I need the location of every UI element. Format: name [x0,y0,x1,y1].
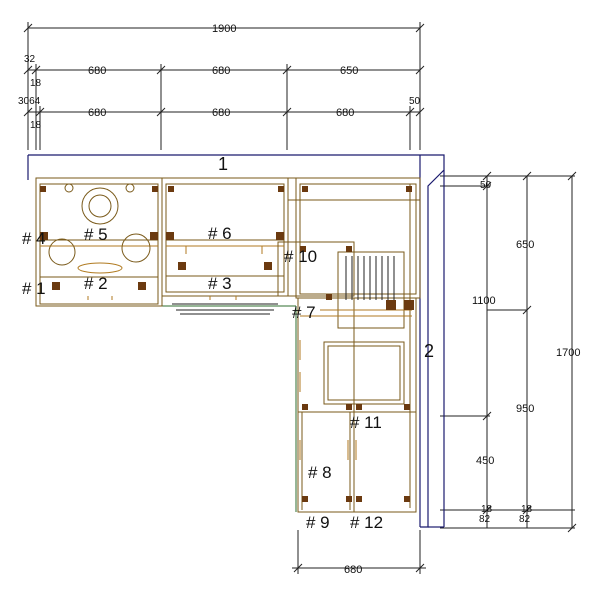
dim-right-650: 650 [516,239,534,251]
dim-row2-18: 18 [30,120,42,131]
label-cabinet-10: # 10 [284,247,317,266]
dim-right-450: 450 [476,455,494,467]
dim-row2-680c: 680 [336,107,354,119]
dim-row2-3064: 3064 [18,96,41,107]
label-cabinet-8: # 8 [308,463,332,482]
dim-total-width: 1900 [212,23,236,35]
label-panel-2: 2 [424,341,434,361]
dim-row1-680a: 680 [88,65,106,77]
label-cabinet-11: # 11 [350,413,382,432]
dim-row2-680a: 680 [88,107,106,119]
dim-row1-650: 650 [340,65,358,77]
label-cabinet-12: # 12 [350,513,383,532]
dim-bottom-82b: 82 [519,514,531,525]
label-panel-1: 1 [218,154,228,174]
top-dimension-lines [23,22,425,150]
dim-bottom-18b: 18 [521,504,533,515]
dim-bottom-680: 680 [344,564,362,576]
bottom-dimension-lines [292,530,426,574]
label-cabinet-3: # 3 [208,274,232,293]
right-dimension-lines [440,171,577,533]
label-cabinet-6: # 6 [208,224,232,243]
dim-bottom-18a: 18 [481,504,493,515]
dim-row1-680b: 680 [212,65,230,77]
dim-row2-50: 50 [409,96,421,107]
dim-right-950: 950 [516,403,534,415]
label-cabinet-4: # 4 [22,229,46,248]
label-cabinet-2: # 2 [84,274,108,293]
label-cabinet-5: # 5 [84,225,108,244]
dim-bottom-82a: 82 [479,514,491,525]
dim-right-1700: 1700 [556,347,580,359]
label-cabinet-9: # 9 [306,513,330,532]
dim-row1-18: 18 [30,78,42,89]
dim-right-1100: 1100 [472,295,496,307]
sink-ribs [345,256,395,300]
label-cabinet-7: # 7 [292,303,316,322]
dim-row2-680b: 680 [212,107,230,119]
dim-right-50: 50 [480,180,492,191]
label-cabinet-1: # 1 [22,279,46,298]
dim-row1-32: 32 [24,54,36,65]
cabinet-group-left [35,177,421,315]
cabinet-group-right [277,177,421,513]
